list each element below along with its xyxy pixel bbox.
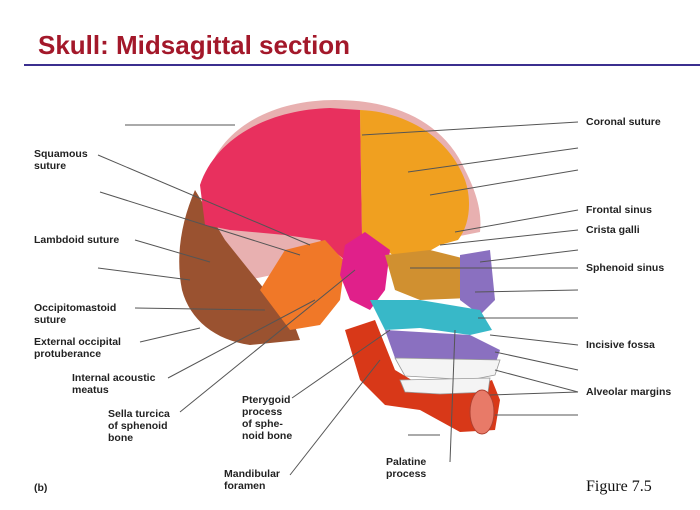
label-occipitomastoid-suture: Occipitomastoid suture [34, 302, 117, 326]
label-crista-galli: Crista galli [586, 224, 640, 236]
mandible-bone [345, 320, 500, 432]
label-squamous-suture: Squamous suture [34, 148, 88, 172]
page-title: Skull: Midsagittal section [38, 30, 351, 60]
label-alveolar-margins: Alveolar margins [586, 386, 672, 398]
label-lambdoid-suture: Lambdoid suture [34, 234, 120, 246]
label-mandibular-foramen: Mandibular foramen [224, 468, 281, 492]
label-sphenoid-sinus: Sphenoid sinus [586, 262, 665, 274]
upper-teeth [394, 357, 501, 381]
sphenoid-bone [340, 232, 390, 310]
label-external-occipital-protuberance: External occipital protuberance [34, 336, 121, 360]
label-pterygoid-process: Pterygoid process of sphe- noid bone [242, 394, 293, 442]
label-frontal-sinus: Frontal sinus [586, 204, 652, 216]
occipital-bone [179, 190, 300, 345]
ethmoid-bone [385, 250, 480, 300]
frontal-bone [360, 110, 470, 265]
label-sella-turcica: Sella turcica of sphenoid bone [108, 408, 170, 444]
parietal-bone [200, 108, 362, 260]
label-incisive-fossa: Incisive fossa [586, 339, 655, 351]
label-palatine-process: Palatine process [386, 456, 427, 480]
mandible-section [469, 389, 495, 435]
label-coronal-suture: Coronal suture [586, 116, 661, 128]
label-internal-acoustic-meatus: Internal acoustic meatus [72, 372, 156, 396]
lower-teeth [399, 377, 491, 395]
maxilla-bone [370, 300, 492, 335]
title-divider [24, 64, 700, 66]
panel-letter: (b) [34, 482, 48, 494]
nasal-septum [460, 250, 495, 315]
figure-number: Figure 7.5 [586, 478, 652, 495]
temporal-bone [260, 240, 345, 330]
palatine-bone [385, 330, 500, 365]
